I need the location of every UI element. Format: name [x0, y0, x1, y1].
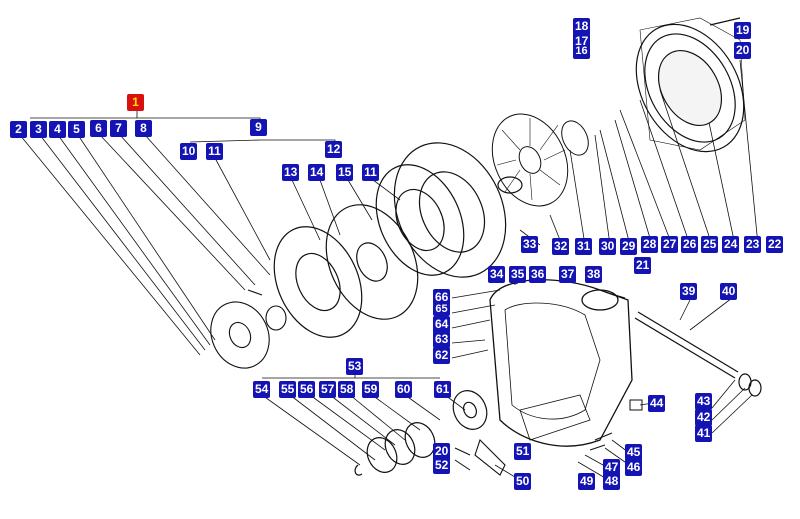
callout-62[interactable]: 62	[433, 347, 451, 364]
callout-21[interactable]: 21	[634, 257, 652, 274]
callout-10[interactable]: 10	[180, 143, 198, 160]
callout-30[interactable]: 30	[599, 238, 617, 255]
callout-26[interactable]: 26	[681, 236, 699, 253]
pressure-spring-plate	[491, 113, 589, 207]
callout-29[interactable]: 29	[620, 238, 638, 255]
callout-36[interactable]: 36	[529, 266, 547, 283]
callout-31[interactable]: 31	[575, 238, 593, 255]
callout-6[interactable]: 6	[90, 120, 107, 137]
callout-50[interactable]: 50	[514, 473, 532, 490]
callout-66[interactable]: 66	[433, 289, 451, 306]
callout-11b[interactable]: 11	[362, 164, 379, 181]
callout-15[interactable]: 15	[336, 164, 354, 181]
callout-60[interactable]: 60	[395, 381, 413, 398]
callout-18[interactable]: 18	[573, 18, 591, 35]
clutch-housing	[489, 279, 633, 447]
callout-51[interactable]: 51	[514, 443, 532, 460]
callout-40[interactable]: 40	[720, 283, 738, 300]
release-bearing	[354, 390, 488, 476]
callout-5[interactable]: 5	[68, 121, 85, 138]
callout-28[interactable]: 28	[641, 236, 659, 253]
callout-39[interactable]: 39	[680, 283, 698, 300]
callout-65[interactable]: 65	[433, 304, 450, 316]
callout-12[interactable]: 12	[325, 141, 343, 158]
callout-23[interactable]: 23	[744, 236, 762, 253]
callout-47[interactable]: 47	[603, 459, 621, 476]
callout-25[interactable]: 25	[701, 236, 719, 253]
callout-35[interactable]: 35	[509, 266, 527, 283]
release-fork	[474, 438, 506, 476]
callout-41[interactable]: 41	[695, 425, 713, 442]
callout-20b[interactable]: 20	[433, 443, 451, 460]
friction-disc-inner	[273, 226, 363, 338]
callout-58[interactable]: 58	[338, 381, 356, 398]
callout-59[interactable]: 59	[362, 381, 380, 398]
callout-54[interactable]: 54	[253, 381, 271, 398]
callout-11[interactable]: 11	[206, 143, 223, 160]
callout-34[interactable]: 34	[488, 266, 506, 283]
callout-53[interactable]: 53	[346, 358, 364, 375]
callout-56[interactable]: 56	[298, 381, 316, 398]
friction-disc-outer	[375, 164, 465, 276]
callout-64[interactable]: 64	[433, 316, 451, 333]
drive-plate	[210, 289, 287, 369]
callout-32[interactable]: 32	[552, 238, 570, 255]
callout-57[interactable]: 57	[319, 381, 337, 398]
callout-61[interactable]: 61	[434, 381, 452, 398]
callout-45[interactable]: 45	[625, 444, 643, 461]
callout-43[interactable]: 43	[695, 393, 713, 410]
callout-19[interactable]: 19	[734, 22, 752, 39]
callout-22[interactable]: 22	[766, 236, 784, 253]
callout-42[interactable]: 42	[695, 409, 713, 426]
callout-27[interactable]: 27	[661, 236, 679, 253]
callout-52[interactable]: 52	[433, 457, 451, 474]
callout-8[interactable]: 8	[135, 120, 152, 137]
callout-44[interactable]: 44	[648, 395, 666, 412]
callout-13[interactable]: 13	[282, 164, 300, 181]
callout-1[interactable]: 1	[127, 94, 144, 111]
callout-9[interactable]: 9	[250, 119, 267, 136]
callout-37[interactable]: 37	[559, 266, 577, 283]
callout-7[interactable]: 7	[110, 120, 127, 137]
callout-2[interactable]: 2	[10, 121, 27, 138]
callout-49[interactable]: 49	[578, 473, 596, 490]
clutch-cover	[635, 17, 746, 153]
callout-33[interactable]: 33	[521, 236, 539, 253]
callout-20[interactable]: 20	[734, 42, 752, 59]
callout-3[interactable]: 3	[30, 121, 47, 138]
callout-16[interactable]: 16	[573, 45, 590, 59]
driven-disc	[325, 204, 419, 320]
callout-4[interactable]: 4	[49, 121, 66, 138]
callout-48[interactable]: 48	[603, 473, 621, 490]
callout-14[interactable]: 14	[308, 164, 326, 181]
release-shaft	[634, 311, 762, 397]
callout-24[interactable]: 24	[722, 236, 740, 253]
callout-46[interactable]: 46	[625, 459, 643, 476]
callout-55[interactable]: 55	[279, 381, 297, 398]
callout-38[interactable]: 38	[585, 266, 603, 283]
small-hardware	[454, 267, 643, 471]
callout-63[interactable]: 63	[433, 331, 451, 348]
